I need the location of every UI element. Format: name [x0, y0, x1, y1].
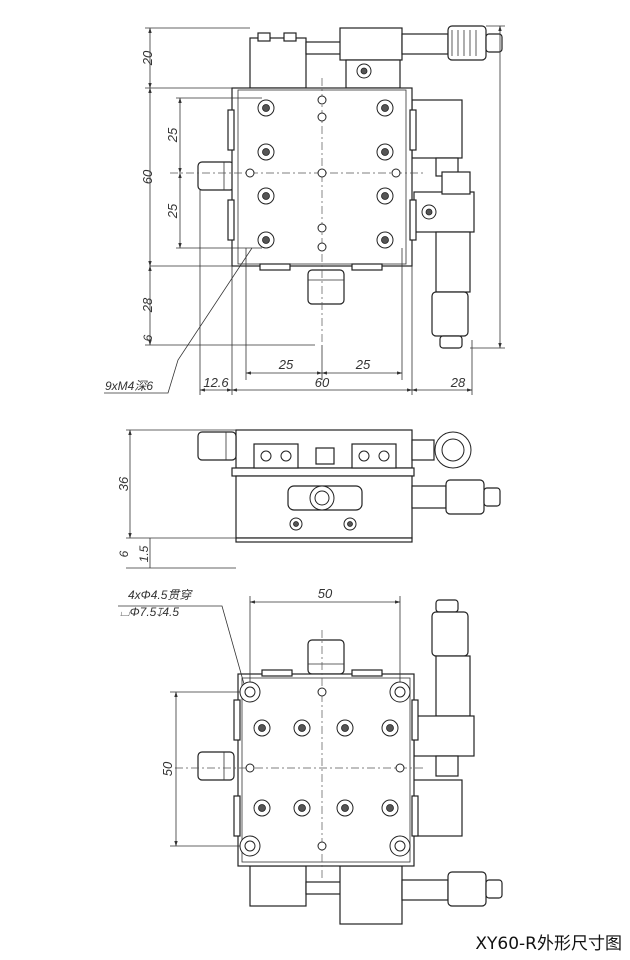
dim-6-side: 6: [117, 550, 131, 557]
bv-right-housing: [413, 715, 475, 757]
bv-micrometer-thimble: [431, 611, 469, 657]
upper-tab-right: [283, 32, 297, 42]
bv-lower-housing: [339, 865, 403, 925]
dim-20: 20: [140, 50, 155, 66]
leader-through-hole: [118, 605, 245, 685]
note-counterbore: ⌴Φ7.5↧4.5: [120, 605, 179, 619]
micrometer-knob-right: [439, 335, 463, 349]
left-knob: [197, 161, 235, 191]
dim-25-h-left: 25: [278, 357, 294, 372]
through-holes: [239, 681, 411, 857]
side-micrometer-knob: [483, 487, 501, 507]
dim-25-h-right: 25: [355, 357, 371, 372]
dim-25-upper: 25: [165, 127, 180, 143]
bv-lower-connector: [305, 881, 343, 895]
side-view: 36 6 1.5: [116, 429, 501, 569]
upper-connector: [305, 41, 342, 55]
bottom-knob: [307, 269, 345, 305]
upper-block: [249, 37, 307, 89]
dim-50-horizontal: 50: [318, 586, 333, 601]
right-housing-top: [441, 171, 471, 195]
bv-micrometer-knob: [435, 599, 459, 613]
leader-m4: [104, 247, 253, 394]
side-rollers: [227, 109, 417, 271]
right-screw-hex: [425, 208, 433, 216]
dim-25-lower: 25: [165, 203, 180, 219]
side-mid-rail: [231, 467, 415, 477]
caption: XY60-R外形尺寸图: [475, 934, 622, 954]
dim-1-5: 1.5: [137, 545, 151, 562]
bv-right-link: [435, 755, 459, 777]
dim-36: 36: [116, 476, 131, 491]
m4-holes: [245, 95, 401, 252]
dim-6-top: 6: [141, 334, 155, 341]
side-micrometer-thimble: [445, 479, 485, 515]
dim-28-horizontal: 28: [450, 375, 466, 390]
dim-60-vertical: 60: [140, 169, 155, 184]
bottom-view-top-knob: [307, 639, 345, 675]
side-micrometer-sleeve: [411, 485, 447, 509]
note-m4: 9xM4深6: [105, 379, 153, 393]
dim-50-vertical: 50: [160, 761, 175, 776]
bv-lower-block: [249, 865, 307, 907]
dim-28-vertical: 28: [140, 297, 155, 313]
side-center-slot: [315, 447, 335, 465]
bottom-view: 50 50 4xΦ4.5贯穿 ⌴Φ7.5↧4.5: [118, 586, 503, 925]
upper-housing-lower: [345, 59, 401, 89]
upper-housing: [339, 27, 403, 61]
right-block: [411, 99, 463, 159]
bottom-screws: [245, 687, 405, 851]
note-through-hole: 4xΦ4.5贯穿: [128, 588, 193, 602]
bv-right-block: [411, 779, 463, 837]
top-view: 20 25 60 25 28 6 25 25 12.6 60 28 9xM4深6: [104, 25, 505, 395]
micrometer-sleeve-right: [435, 231, 471, 293]
bv-micrometer-thimble-h: [447, 871, 487, 907]
bv-micrometer-knob-h: [485, 879, 503, 899]
bottom-plate: [237, 673, 415, 867]
micrometer-knob-top: [485, 33, 503, 53]
side-left-knob: [197, 431, 237, 461]
upper-tab-left: [257, 32, 271, 42]
dim-60-horizontal: 60: [315, 375, 330, 390]
upper-screw-hex: [360, 67, 368, 75]
side-right-link: [411, 439, 435, 461]
micrometer-sleeve-top: [401, 33, 449, 55]
side-base: [235, 537, 413, 543]
micrometer-thimble-right: [431, 291, 469, 337]
bv-micrometer-sleeve: [435, 655, 471, 717]
bv-left-knob: [197, 751, 235, 781]
bv-micrometer-sleeve-h: [401, 879, 449, 901]
dim-12-6: 12.6: [203, 375, 229, 390]
micrometer-thimble-top: [447, 25, 487, 61]
